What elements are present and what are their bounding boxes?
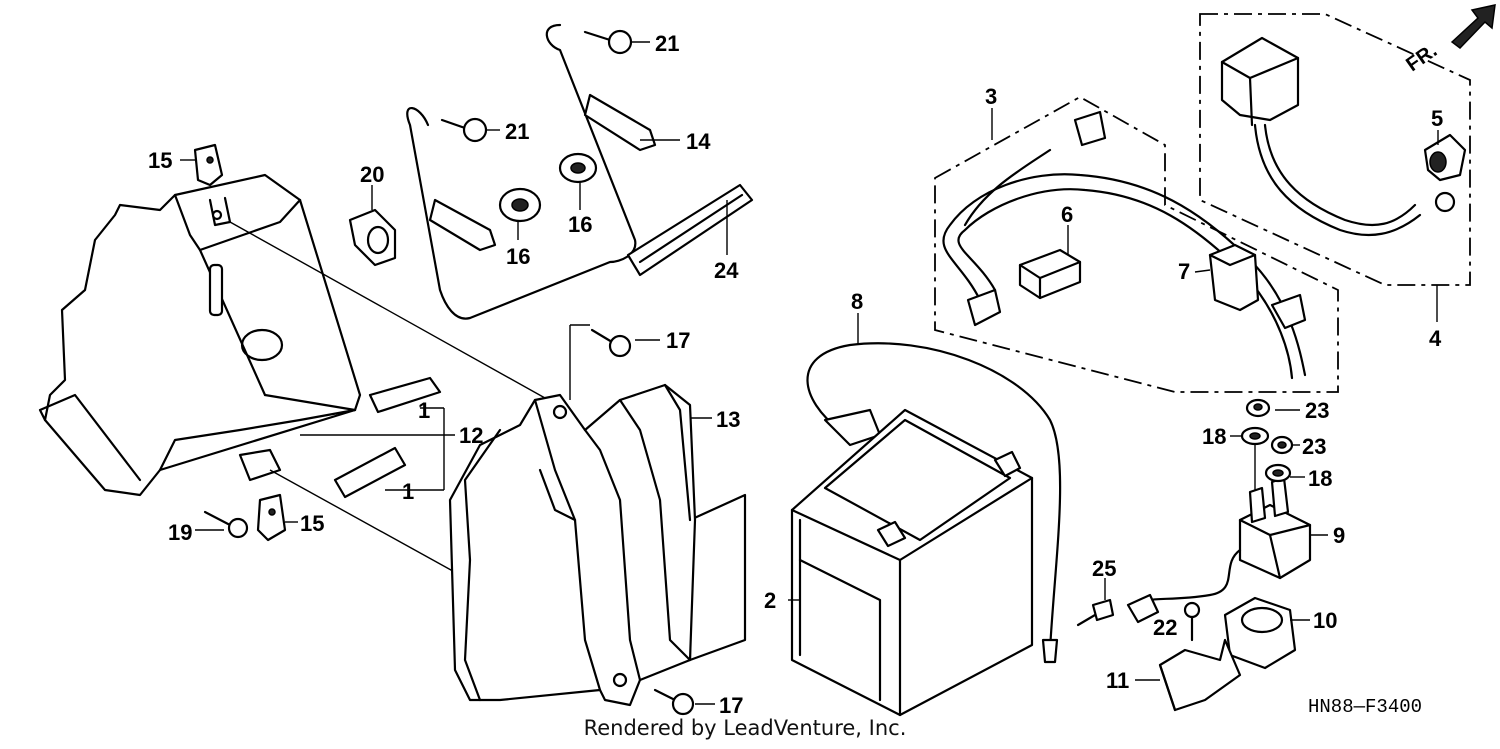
callout-11: 11 (1106, 668, 1129, 693)
starter-relay (1148, 476, 1312, 602)
callout-7: 7 (1178, 259, 1190, 284)
subassembly-outline-4 (1199, 13, 1471, 286)
front-direction-label: FR. (1402, 40, 1441, 77)
callout-14: 14 (686, 129, 711, 154)
leader-lines (229, 221, 590, 576)
washer-18-lower (1264, 463, 1292, 483)
screw-22 (1183, 601, 1201, 642)
fuse (1018, 248, 1082, 300)
callout-5: 5 (1431, 106, 1443, 131)
callout-6: 6 (1061, 202, 1073, 227)
callout-2: 2 (764, 588, 776, 613)
grommet-16-right (558, 152, 598, 184)
band-clamp (348, 208, 397, 267)
battery-cover (448, 383, 747, 707)
callout-10: 10 (1313, 608, 1337, 633)
relay-bracket (1158, 638, 1242, 712)
callout-16: 16 (506, 244, 530, 269)
callout-3: 3 (985, 84, 997, 109)
callout-1: 1 (402, 479, 414, 504)
callout-13: 13 (716, 407, 740, 432)
clip-lower (256, 493, 287, 542)
callout-leaders (180, 41, 1439, 705)
subassembly-outline-3 (934, 95, 1339, 393)
callout-17: 17 (666, 328, 690, 353)
callout-1: 1 (418, 398, 430, 423)
holder-rod (406, 23, 657, 320)
relay-rubber-mount (1223, 596, 1297, 670)
callout-18: 18 (1308, 466, 1332, 491)
starter-cable-assembly (1220, 36, 1456, 237)
callout-21: 21 (505, 119, 529, 144)
rubber-strap (626, 183, 754, 277)
callout-23: 23 (1302, 434, 1326, 459)
callout-18: 18 (1202, 424, 1226, 449)
bolt-19 (203, 510, 249, 539)
callout-9: 9 (1333, 523, 1345, 548)
battery-tray (38, 173, 362, 497)
diagram-code: HN88—F3400 (1308, 696, 1422, 718)
callout-17: 17 (719, 693, 743, 718)
bolt-21-upper (583, 29, 633, 55)
callout-labels: 21 21 14 15 20 16 16 24 3 5 6 7 4 8 17 1… (148, 31, 1443, 718)
callout-8: 8 (851, 289, 863, 314)
front-direction-arrow-icon (1450, 4, 1496, 49)
nut-23-lower (1270, 435, 1294, 455)
callout-4: 4 (1429, 326, 1442, 351)
callout-21: 21 (655, 31, 679, 56)
callout-22: 22 (1153, 615, 1177, 640)
bolt-21-lower (440, 117, 488, 143)
relay-connector (1126, 593, 1160, 624)
bolt-25 (1076, 598, 1115, 627)
callout-24: 24 (714, 258, 739, 283)
grommet-16-left (498, 187, 542, 223)
wire-harness (942, 110, 1307, 380)
terminal-boot (1423, 133, 1467, 182)
washer-18-upper (1240, 426, 1270, 446)
bolt-17-upper (590, 328, 632, 358)
callout-23: 23 (1305, 398, 1329, 423)
nut-23-upper (1245, 398, 1271, 418)
foam-pads (333, 376, 445, 499)
bolt-17-lower (653, 688, 695, 716)
callout-15: 15 (300, 511, 324, 536)
footer-credit: Rendered by LeadVenture, Inc. (0, 716, 1500, 740)
stud-leaders (1254, 444, 1279, 490)
battery (790, 408, 1034, 717)
footer-text: Rendered by LeadVenture, Inc. (583, 716, 907, 740)
callout-25: 25 (1092, 556, 1116, 581)
callout-19: 19 (168, 520, 192, 545)
callout-20: 20 (360, 162, 384, 187)
callout-16: 16 (568, 212, 592, 237)
clip-upper (193, 143, 224, 187)
fuse-cap (1208, 243, 1260, 312)
callout-12: 12 (459, 423, 483, 448)
callout-15: 15 (148, 148, 172, 173)
